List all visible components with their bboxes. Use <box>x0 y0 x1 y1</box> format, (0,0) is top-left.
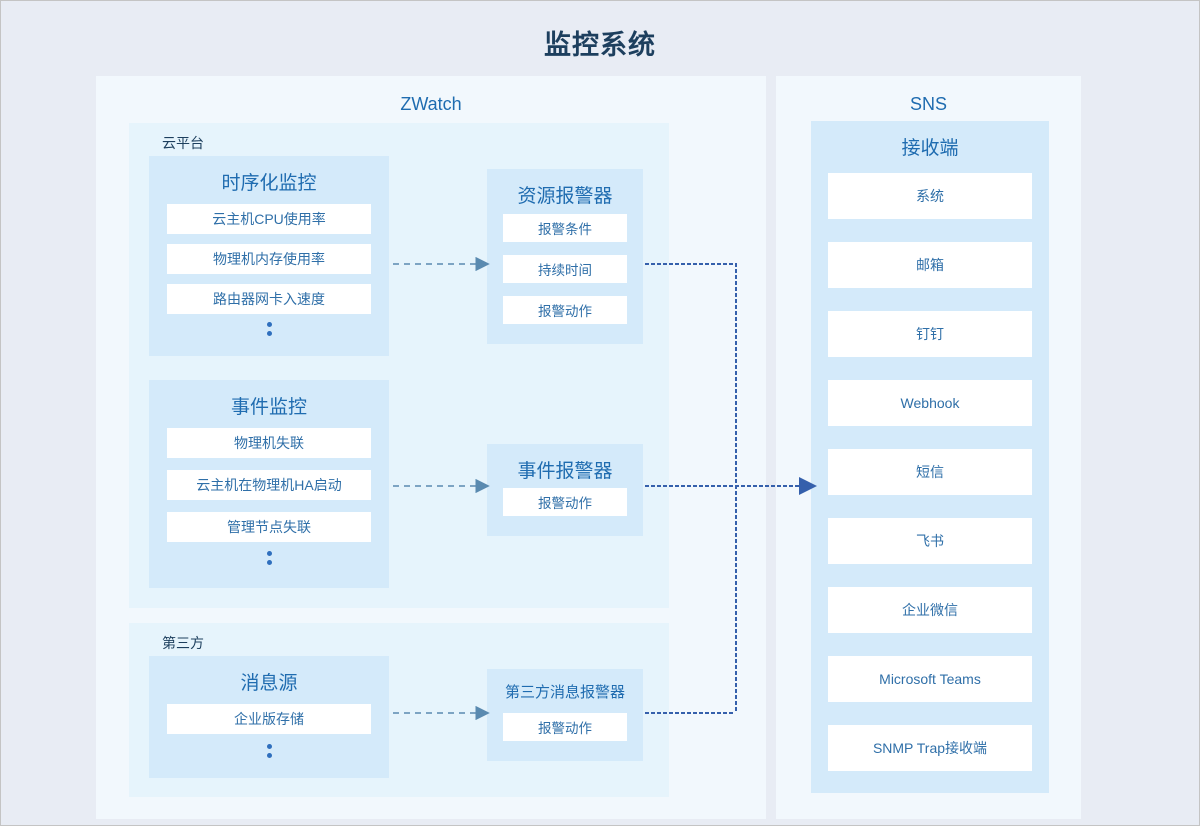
card-message-source: 消息源 企业版存储 <box>149 656 389 778</box>
list-item[interactable]: SNMP Trap接收端 <box>828 725 1032 771</box>
card-third-party-alerter-title: 第三方消息报警器 <box>504 684 625 701</box>
list-item[interactable]: 钉钉 <box>828 311 1032 357</box>
card-third-party-alerter: 第三方消息报警器 报警动作 <box>487 669 643 761</box>
list-item[interactable]: 管理节点失联 <box>167 512 371 542</box>
list-item[interactable]: Webhook <box>828 380 1032 426</box>
list-item[interactable]: 物理机失联 <box>167 428 371 458</box>
list-item[interactable]: 路由器网卡入速度 <box>167 284 371 314</box>
card-event-alerter: 事件报警器 报警动作 <box>487 444 643 536</box>
card-event-monitor-title: 事件监控 <box>230 397 307 418</box>
card-event-alerter-title: 事件报警器 <box>517 461 613 482</box>
list-item[interactable]: 飞书 <box>828 518 1032 564</box>
list-item[interactable]: 持续时间 <box>503 255 627 283</box>
card-event-monitor: 事件监控 物理机失联 云主机在物理机HA启动 管理节点失联 <box>149 380 389 588</box>
card-message-source-title: 消息源 <box>240 673 298 694</box>
card-resource-alerter: 资源报警器 报警条件 持续时间 报警动作 <box>487 169 643 344</box>
group-cloud-platform-label: 云平台 <box>162 135 204 151</box>
list-item[interactable]: 邮箱 <box>828 242 1032 288</box>
list-item[interactable]: 报警动作 <box>503 713 627 741</box>
card-metric-monitor: 时序化监控 云主机CPU使用率 物理机内存使用率 路由器网卡入速度 <box>149 156 389 356</box>
group-third-party-label: 第三方 <box>162 635 204 651</box>
page-title: 监控系统 <box>544 30 656 60</box>
list-item[interactable]: Microsoft Teams <box>828 656 1032 702</box>
ellipsis-dots <box>149 744 389 762</box>
card-receiver: 接收端 系统 邮箱 钉钉 Webhook 短信 飞书 企业微信 Microsof… <box>811 121 1049 793</box>
card-metric-monitor-title: 时序化监控 <box>221 173 317 194</box>
ellipsis-dots <box>149 322 389 340</box>
list-item[interactable]: 系统 <box>828 173 1032 219</box>
card-resource-alerter-title: 资源报警器 <box>517 186 613 207</box>
list-item[interactable]: 报警动作 <box>503 488 627 516</box>
card-receiver-title: 接收端 <box>901 138 959 159</box>
list-item[interactable]: 云主机CPU使用率 <box>167 204 371 234</box>
sns-panel-title: SNS <box>909 94 947 114</box>
ellipsis-dots <box>149 551 389 569</box>
list-item[interactable]: 短信 <box>828 449 1032 495</box>
list-item[interactable]: 报警动作 <box>503 296 627 324</box>
zwatch-panel-title: ZWatch <box>400 94 462 114</box>
list-item[interactable]: 云主机在物理机HA启动 <box>167 470 371 500</box>
list-item[interactable]: 企业版存储 <box>167 704 371 734</box>
list-item[interactable]: 物理机内存使用率 <box>167 244 371 274</box>
list-item[interactable]: 报警条件 <box>503 214 627 242</box>
list-item[interactable]: 企业微信 <box>828 587 1032 633</box>
